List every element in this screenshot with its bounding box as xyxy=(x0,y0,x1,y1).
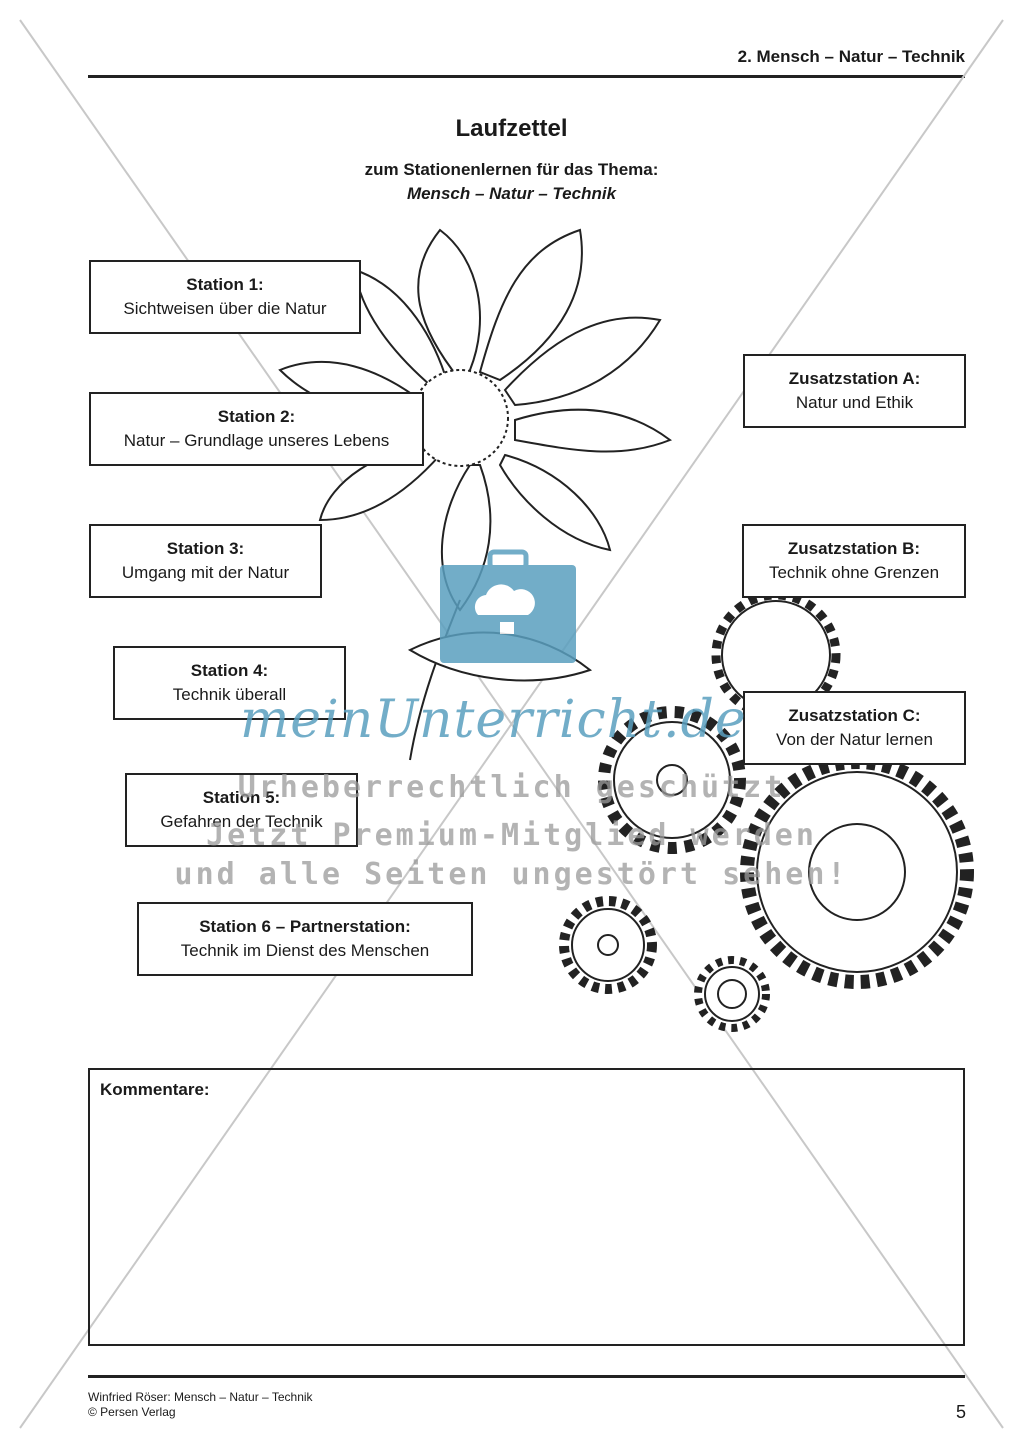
subtitle-line: zum Stationenlernen für das Thema: xyxy=(364,160,659,179)
page-number: 5 xyxy=(955,1402,966,1422)
station-heading: Zusatzstation C: xyxy=(788,706,921,725)
station-heading: Station 4: xyxy=(190,661,269,680)
station-text: Sichtweisen über die Natur xyxy=(123,299,327,318)
watermark-line-1: Urheberrechtlich geschützt xyxy=(237,770,786,805)
station-text: Gefahren der Technik xyxy=(160,812,323,831)
footer-credits: Winfried Röser: Mensch – Natur – Technik… xyxy=(88,1390,313,1420)
comments-label: Kommentare: xyxy=(100,1080,210,1099)
station-text: Natur und Ethik xyxy=(795,393,914,412)
station-box-2: Station 2: Natur – Grundlage unseres Leb… xyxy=(89,392,424,466)
station-box-1: Station 1: Sichtweisen über die Natur xyxy=(89,260,361,334)
station-heading: Station 3: xyxy=(166,539,245,558)
station-heading: Station 5: xyxy=(202,788,281,807)
gear-drawings xyxy=(559,590,974,1032)
station-heading: Zusatzstation A: xyxy=(788,369,921,388)
station-text: Technik im Dienst des Menschen xyxy=(180,941,430,960)
station-heading: Zusatzstation B: xyxy=(787,539,921,558)
station-text: Umgang mit der Natur xyxy=(121,563,290,582)
station-text: Technik überall xyxy=(172,685,287,704)
station-box-6: Station 6 – Partnerstation: Technik im D… xyxy=(137,902,473,976)
station-heading: Station 6 – Partnerstation: xyxy=(199,917,411,936)
flower-drawing xyxy=(278,228,673,761)
station-box-5: Station 5: Gefahren der Technik xyxy=(125,773,358,847)
watermark-line-2: Jetzt Premium-Mitglied werden xyxy=(206,818,817,853)
station-heading: Station 1: xyxy=(186,275,264,294)
extra-station-box-b: Zusatzstation B: Technik ohne Grenzen xyxy=(742,524,966,598)
station-box-3: Station 3: Umgang mit der Natur xyxy=(89,524,322,598)
footer-rule xyxy=(88,1375,965,1378)
page-subtitle: zum Stationenlernen für das Thema: Mensc… xyxy=(0,158,1023,206)
page-title: Laufzettel xyxy=(455,115,568,142)
station-box-4: Station 4: Technik überall xyxy=(113,646,346,720)
watermark-line-3: und alle Seiten ungestört sehen! xyxy=(174,857,849,892)
cross-line-2 xyxy=(19,19,1004,1429)
watermark-logo: meinUnterricht.de xyxy=(240,690,747,750)
extra-station-box-a: Zusatzstation A: Natur und Ethik xyxy=(743,354,966,428)
extra-station-box-c: Zusatzstation C: Von der Natur lernen xyxy=(743,691,966,765)
station-text: Technik ohne Grenzen xyxy=(768,563,940,582)
comments-box[interactable]: Kommentare: xyxy=(88,1068,965,1346)
briefcase-logo xyxy=(440,549,576,663)
station-heading: Station 2: xyxy=(217,407,296,426)
subtitle-topic: Mensch – Natur – Technik xyxy=(406,184,617,203)
station-text: Natur – Grundlage unseres Lebens xyxy=(123,431,390,450)
footer-author: Winfried Röser: Mensch – Natur – Technik xyxy=(88,1390,313,1404)
footer-publisher: © Persen Verlag xyxy=(88,1405,176,1419)
header-rule xyxy=(88,75,965,78)
chapter-header: 2. Mensch – Natur – Technik xyxy=(737,47,965,66)
station-text: Von der Natur lernen xyxy=(776,730,933,749)
